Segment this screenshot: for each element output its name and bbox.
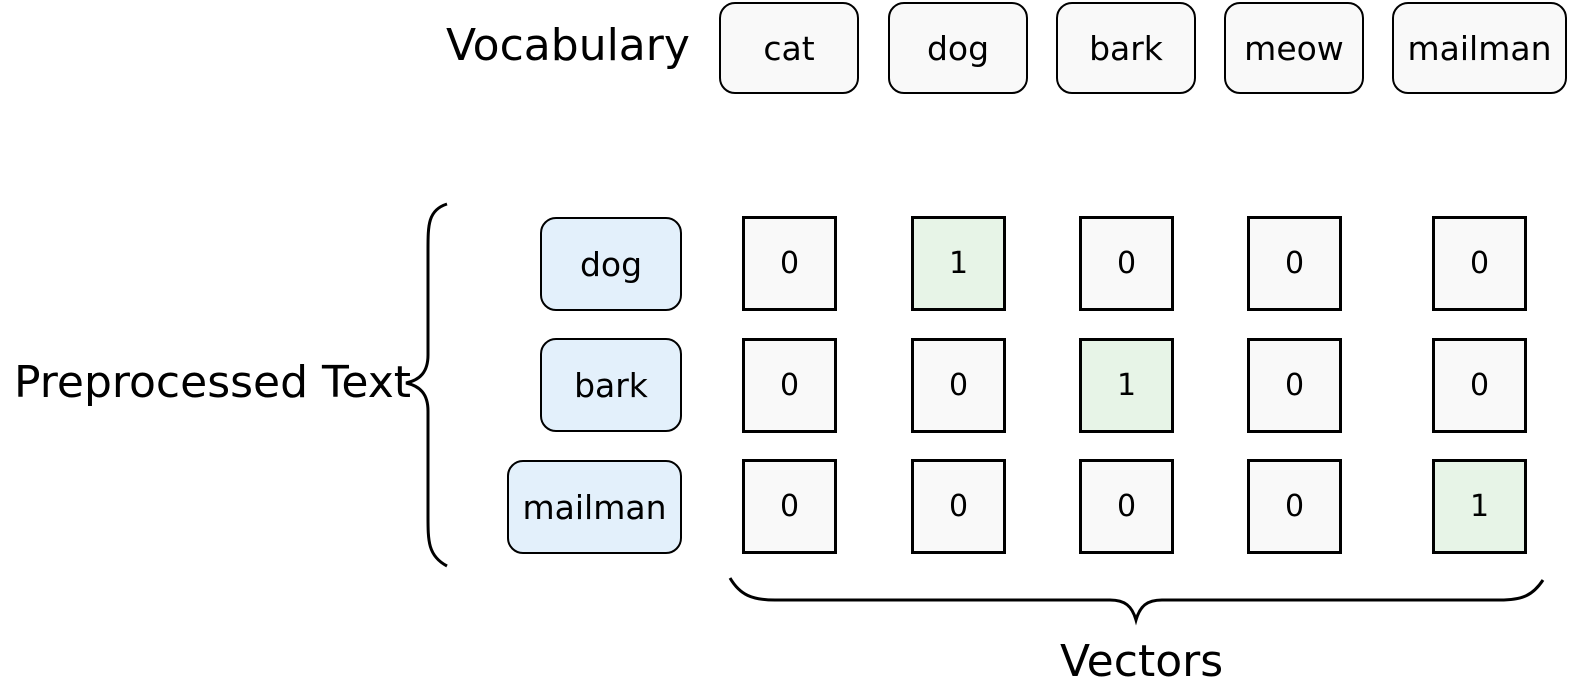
vector-cell: 0: [742, 216, 837, 311]
input-word: mailman: [522, 487, 667, 527]
vector-cell: 0: [911, 459, 1006, 554]
vector-cell: 0: [1432, 216, 1527, 311]
vocab-word: bark: [1089, 28, 1163, 68]
input-word: dog: [579, 244, 643, 284]
vector-cell: 0: [1079, 216, 1174, 311]
vector-cell: 0: [1432, 338, 1527, 433]
input-word-box: bark: [540, 338, 682, 432]
vocab-word: mailman: [1407, 28, 1552, 68]
vector-cell: 0: [1079, 459, 1174, 554]
vector-cell: 0: [1247, 338, 1342, 433]
vocab-word-box: meow: [1224, 2, 1364, 94]
vector-cell: 0: [742, 459, 837, 554]
vocab-word: cat: [763, 28, 815, 68]
vector-cell: 0: [1247, 216, 1342, 311]
vector-cell: 0: [911, 338, 1006, 433]
vocab-word-box: cat: [719, 2, 859, 94]
vocabulary-label: Vocabulary: [446, 20, 690, 71]
vocab-word-box: dog: [888, 2, 1028, 94]
vocab-word-box: mailman: [1392, 2, 1567, 94]
vector-cell-active: 1: [1079, 338, 1174, 433]
vectors-label: Vectors: [1060, 636, 1224, 687]
vector-cell-active: 1: [1432, 459, 1527, 554]
vocab-word: dog: [926, 28, 990, 68]
vocab-word: meow: [1244, 28, 1344, 68]
input-word-box: mailman: [507, 460, 682, 554]
left-brace-icon: [405, 202, 448, 568]
preprocessed-text-label: Preprocessed Text: [14, 357, 412, 408]
bottom-brace-icon: [728, 577, 1545, 626]
vector-cell: 0: [742, 338, 837, 433]
vector-cell-active: 1: [911, 216, 1006, 311]
vector-cell: 0: [1247, 459, 1342, 554]
vocab-word-box: bark: [1056, 2, 1196, 94]
input-word-box: dog: [540, 217, 682, 311]
input-word: bark: [574, 365, 648, 405]
